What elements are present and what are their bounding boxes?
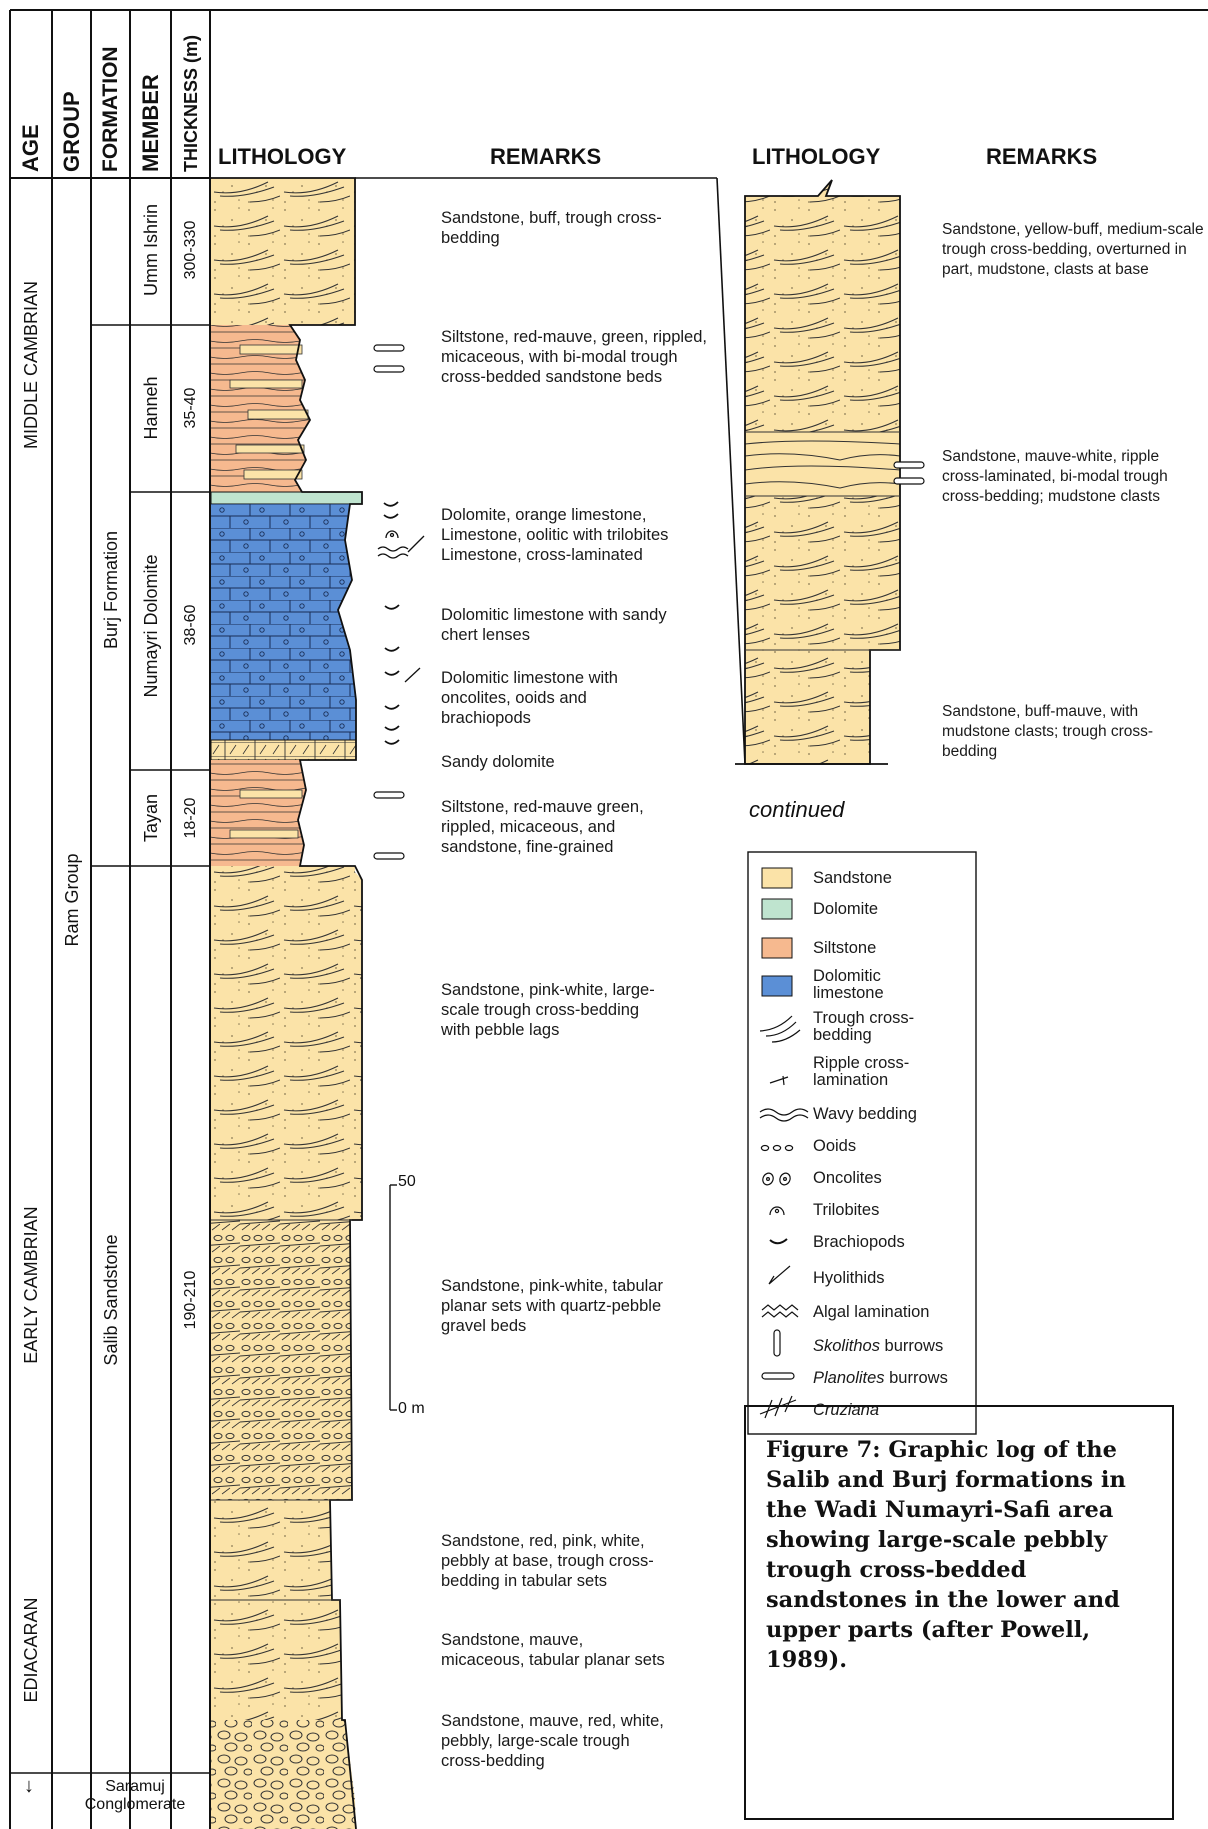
legend-icon-wavy	[759, 1108, 809, 1122]
legend-label-trough: Trough cross-bedding	[813, 1009, 915, 1044]
remark-salib-base: Sandstone, mauve, red, white, pebbly, la…	[441, 1712, 664, 1770]
scale-bar-bottom-label: 0 m	[398, 1400, 425, 1417]
remark-umm-ishrin: Sandstone, buff, trough cross-bedding	[441, 209, 662, 247]
legend-box	[747, 851, 977, 1435]
thickness-tayan: 18-20	[182, 797, 199, 839]
age-early-cambrian: EARLY CAMBRIAN	[21, 1206, 41, 1364]
header-formation: FORMATION	[99, 46, 122, 172]
legend-icon-ripple	[769, 1075, 789, 1086]
scale-bar	[389, 1184, 397, 1411]
legend-icon-algal	[761, 1304, 799, 1318]
lithology-column-main	[210, 177, 363, 1829]
legend-icon-ooids	[760, 1144, 794, 1152]
continued-label: continued	[749, 797, 845, 822]
legend-icon-oncolites	[762, 1172, 791, 1186]
remark-salib-pebbly: Sandstone, red, pink, white, pebbly at b…	[441, 1532, 654, 1590]
group-ram: Ram Group	[62, 853, 82, 947]
formation-salib: Salib Sandstone	[101, 1234, 121, 1366]
age-boundary-arrow-icon: ↓	[24, 1775, 34, 1797]
scale-bar-top-label: 50	[398, 1173, 416, 1190]
thickness-hanneh: 35-40	[182, 387, 199, 429]
legend-label-planolites-rest: burrows	[884, 1369, 948, 1387]
age-middle-cambrian: MIDDLE CAMBRIAN	[21, 280, 41, 450]
brachiopod-symbols	[383, 501, 400, 745]
remark-continued-middle: Sandstone, mauve-white, ripple cross-lam…	[942, 448, 1168, 505]
formation-burj: Burj Formation	[101, 530, 121, 650]
legend-label-dolomite: Dolomite	[813, 900, 879, 918]
legend-icon-planolites	[761, 1372, 795, 1380]
legend-label-planolites-italic: Planolites	[813, 1369, 885, 1387]
legend-icon-cruziana	[759, 1395, 797, 1419]
member-umm-ishrin: Umm Ishrin	[141, 204, 161, 297]
remark-continued-top: Sandstone, yellow-buff, medium-scale tro…	[942, 221, 1204, 278]
figure-caption: Figure 7: Graphic log of the Salib and B…	[744, 1405, 1174, 1820]
planolites-symbols-main	[373, 344, 925, 860]
legend-label-skolithos: Skolithos burrows	[813, 1336, 943, 1356]
legend-label-oncolites: Oncolites	[813, 1169, 882, 1187]
header-member: MEMBER	[138, 74, 163, 172]
legend-swatch-dolomite	[761, 898, 793, 920]
trilobite-hyolithid-symbols	[377, 530, 425, 683]
legend-swatch-siltstone	[761, 937, 793, 959]
header-group: GROUP	[59, 91, 84, 172]
legend-icon-skolithos	[773, 1329, 781, 1357]
legend-label-siltstone: Siltstone	[813, 939, 877, 957]
header-lithology: LITHOLOGY	[218, 144, 347, 169]
group-saramuj: Saramuj Conglomerate	[84, 1778, 186, 1813]
column-dividers	[10, 324, 210, 1774]
legend-label-sandstone: Sandstone	[813, 869, 892, 887]
thickness-salib: 190-210	[182, 1270, 199, 1330]
remark-continued-bottom: Sandstone, buff-mauve, with mudstone cla…	[942, 703, 1154, 760]
lithology-column-continued	[735, 179, 901, 765]
legend-label-brachiopods: Brachiopods	[813, 1233, 905, 1251]
remark-sandy-dolomite: Sandy dolomite	[441, 753, 555, 771]
legend-label-dolomitic-limestone: Dolomitic limestone	[813, 967, 884, 1002]
header-lithology-continued: LITHOLOGY	[752, 144, 881, 169]
member-tayan: Tayan	[141, 793, 161, 843]
thickness-numayri: 38-60	[182, 604, 199, 646]
remark-chert-lenses: Dolomitic limestone with sandy chert len…	[441, 606, 667, 644]
legend-swatch-dolomitic-limestone	[761, 975, 793, 997]
age-ediacaran: EDIACARAN	[21, 1597, 41, 1703]
legend-label-skolithos-rest: burrows	[879, 1337, 944, 1355]
legend-icon-brachiopods	[769, 1238, 788, 1245]
legend-label-trilobites: Trilobites	[813, 1201, 880, 1219]
legend-label-skolithos-italic: Skolithos	[813, 1337, 880, 1355]
legend-icon-trilobites	[769, 1206, 785, 1216]
continuation-connector	[355, 177, 746, 765]
header-thickness: THICKNESS (m)	[181, 34, 201, 172]
remark-dolomite-limestones: Dolomite, orange limestone, Limestone, o…	[441, 506, 669, 564]
header-remarks-continued: REMARKS	[986, 144, 1098, 169]
legend-label-hyolithids: Hyolithids	[813, 1269, 885, 1287]
thickness-umm-ishrin: 300-330	[182, 220, 199, 280]
legend-label-ooids: Ooids	[813, 1137, 857, 1155]
remark-tayan: Siltstone, red-mauve green, rippled, mic…	[441, 798, 644, 856]
member-hanneh: Hanneh	[141, 376, 161, 440]
legend-label-planolites: Planolites burrows	[813, 1368, 948, 1388]
header-remarks: REMARKS	[490, 144, 602, 169]
member-numayri-dolomite: Numayri Dolomite	[141, 554, 161, 698]
remark-salib-tabular: Sandstone, pink-white, tabular planar se…	[441, 1277, 663, 1335]
remark-hanneh: Siltstone, red-mauve, green, rippled, mi…	[441, 328, 707, 386]
legend-label-wavy: Wavy bedding	[813, 1105, 917, 1123]
legend-label-ripple: Ripple cross-lamination	[813, 1054, 910, 1089]
remark-salib-micaceous: Sandstone, mauve, micaceous, tabular pla…	[441, 1631, 665, 1669]
legend-swatch-sandstone	[761, 867, 793, 889]
remark-salib-upper: Sandstone, pink-white, large-scale troug…	[441, 981, 655, 1039]
legend-icon-trough	[759, 1015, 801, 1043]
legend-icon-hyolithids	[768, 1265, 791, 1285]
header-age: AGE	[18, 124, 43, 172]
stratigraphic-table-frame	[9, 9, 1208, 1829]
legend-label-algal: Algal lamination	[813, 1303, 930, 1321]
remark-oncolites: Dolomitic limestone with oncolites, ooid…	[441, 669, 618, 727]
